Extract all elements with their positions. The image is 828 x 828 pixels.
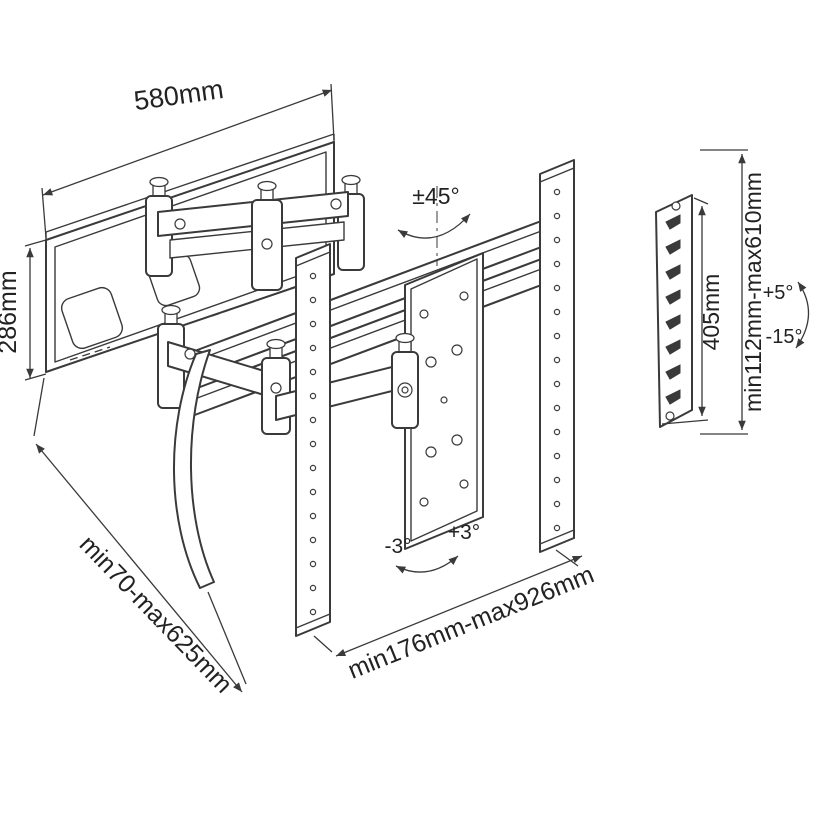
lower-arm: [157, 304, 419, 435]
left-tv-rail: [295, 243, 331, 637]
right-tv-rail: [539, 159, 575, 553]
side-hook-bracket: [655, 194, 693, 428]
dim-height-range: min112mm-max610mm: [700, 149, 766, 435]
left-rail-holes: [309, 272, 317, 616]
dim-swivel-angle: ±45°: [397, 183, 471, 266]
dim-wall-plate-height: 286mm: [0, 239, 47, 381]
right-rail-holes: [553, 188, 561, 532]
dim-label-extension-range: min70-max625mm: [74, 530, 238, 698]
dim-label-top-width: 580mm: [132, 74, 225, 116]
dim-label-level-minus: -3°: [384, 535, 411, 558]
upper-arm: [145, 174, 365, 291]
dim-label-swivel-angle: ±45°: [412, 183, 459, 209]
dim-label-height-range: min112mm-max610mm: [740, 172, 766, 412]
dim-label-width-range: min176mm-max926mm: [344, 560, 598, 684]
dim-extension-range: min70-max625mm: [33, 377, 247, 699]
dim-tilt-angles: +5° -15°: [763, 281, 810, 349]
dim-level-angles: -3° +3°: [384, 521, 480, 574]
dim-label-tilt-down: -15°: [766, 326, 803, 348]
wall-plate-slot: [60, 286, 124, 350]
vesa-plate: [404, 252, 484, 550]
dim-width-range: min176mm-max926mm: [313, 549, 598, 685]
dim-label-wall-plate-height: 286mm: [0, 270, 22, 353]
dim-bracket-height: 405mm: [661, 197, 724, 425]
bracket-hooks: [665, 214, 681, 405]
dim-label-level-plus: +3°: [448, 521, 480, 544]
dim-label-tilt-up: +5°: [763, 282, 794, 304]
dim-label-bracket-height: 405mm: [698, 274, 724, 351]
